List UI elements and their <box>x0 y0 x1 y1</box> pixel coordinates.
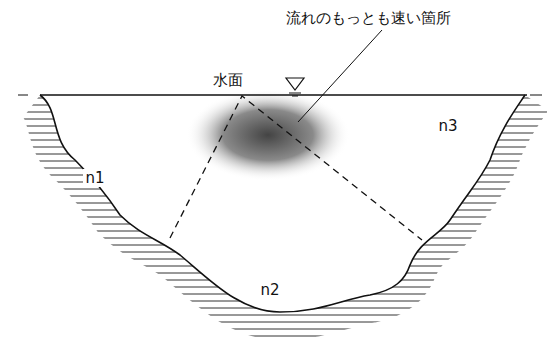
hatch-line <box>0 238 547 239</box>
ground-mark <box>18 95 28 96</box>
water-level-symbol <box>292 96 298 97</box>
water-level-symbol <box>289 93 301 94</box>
hatch-line <box>0 350 547 351</box>
roughness-label: n2 <box>258 281 281 299</box>
hatch-line <box>0 196 547 197</box>
hatch-line <box>0 252 547 253</box>
hatch-line <box>0 273 547 274</box>
roughness-label: n1 <box>83 169 106 187</box>
leader-line <box>298 30 382 122</box>
hatch-line <box>0 210 547 211</box>
water-level-symbol <box>286 78 304 90</box>
hatch-line <box>0 343 547 344</box>
ground-mark <box>530 95 542 96</box>
hatch-line <box>0 245 547 246</box>
hatch-line <box>0 259 547 260</box>
roughness-label: n3 <box>436 117 459 135</box>
callout-label: 流れのもっとも速い箇所 <box>284 9 453 27</box>
water-surface-label: 水面 <box>211 71 245 89</box>
hatch-line <box>0 322 547 323</box>
dashed-guide <box>170 96 422 240</box>
hatch-line <box>0 308 547 309</box>
hatch-line <box>0 231 547 232</box>
hatch-line <box>0 182 547 183</box>
riverbed-outline <box>40 95 525 312</box>
fastest-flow-zone <box>186 89 350 181</box>
hatch-line <box>0 301 547 302</box>
hatch-line <box>0 266 547 267</box>
hatch-line <box>0 217 547 218</box>
hatch-line <box>0 329 547 330</box>
water-surface-line <box>40 94 527 95</box>
hatch-line <box>0 203 547 204</box>
hatch-line <box>0 336 547 337</box>
hatch-line <box>0 315 547 316</box>
hatch-line <box>0 224 547 225</box>
hatch-line <box>0 189 547 190</box>
